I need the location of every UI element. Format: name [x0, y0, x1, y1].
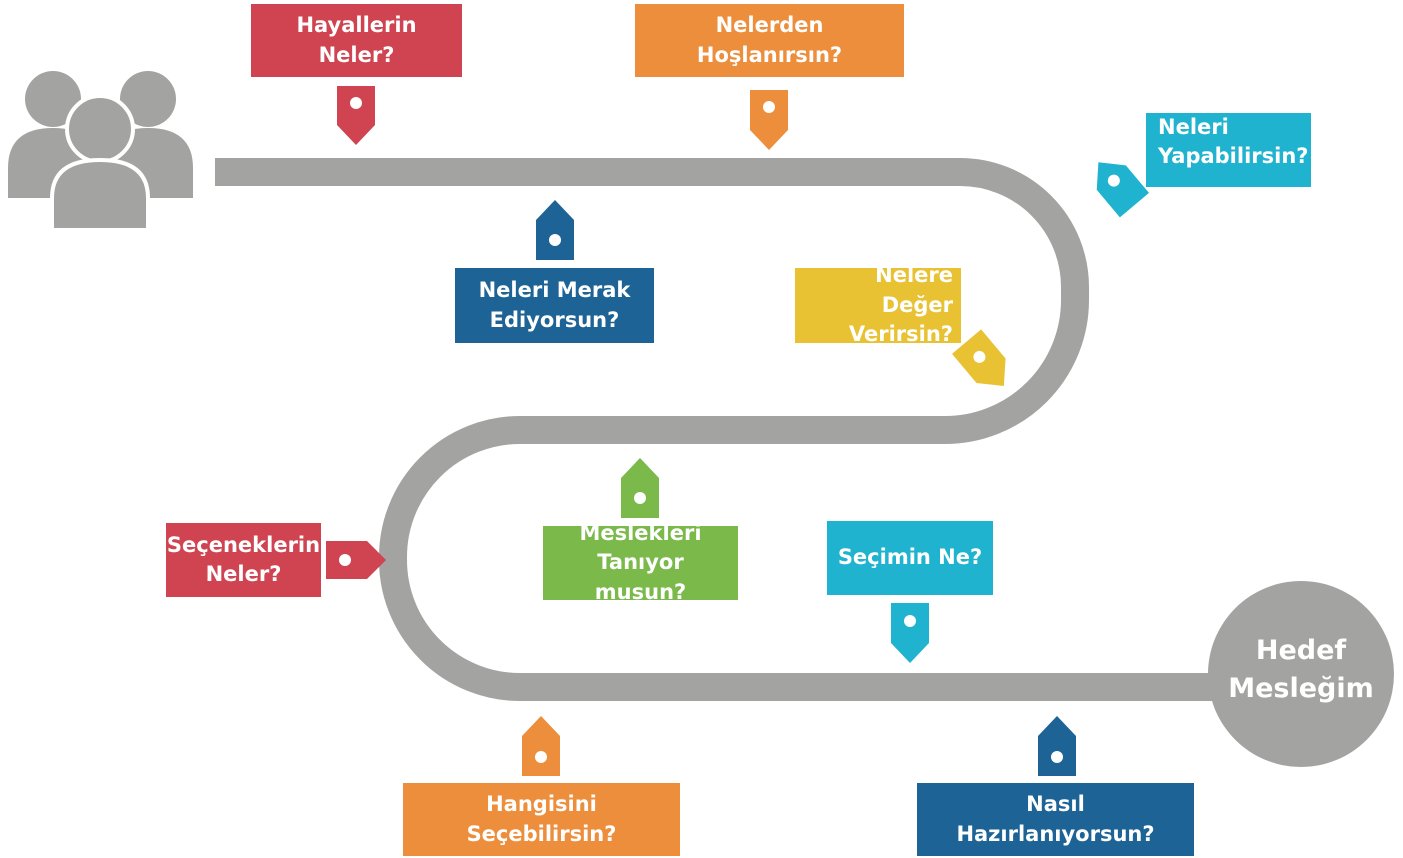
question-abilities-line-1: Neleri [1158, 115, 1229, 139]
question-which-label: Hangisini Seçebilirsin? [466, 792, 617, 846]
question-curiosity: Neleri Merak Ediyorsun? [455, 268, 654, 343]
tag-icon [522, 716, 560, 776]
question-professions-line-2: Tanıyor musun? [594, 550, 687, 604]
question-values: Nelere Değer Verirsin? [795, 263, 961, 346]
goal-label: Hedef Mesleğim [1206, 632, 1396, 708]
tag-icon [337, 86, 375, 145]
question-likes-label: Nelerden Hoşlanırsın? [696, 13, 843, 67]
question-likes: Nelerden Hoşlanırsın? [635, 4, 904, 77]
question-curiosity-line-2: Ediyorsun? [489, 307, 620, 332]
goal-line-1: Hedef [1255, 635, 1347, 666]
question-abilities-line-2: Yapabilirsin? [1158, 144, 1309, 169]
tag-icon [952, 329, 1006, 387]
tag-icon [750, 90, 788, 150]
question-options-line-1: Seçeneklerin [166, 532, 321, 557]
goal-circle [1208, 581, 1394, 767]
question-dreams-label: Hayallerin Neler? [296, 13, 417, 67]
people-icon [8, 71, 193, 232]
question-choice-label: Seçimin Ne? [837, 545, 983, 570]
question-abilities: Neleri Yapabilirsin? [1146, 113, 1311, 187]
tag-icon [326, 541, 386, 579]
tag-icon [1096, 162, 1149, 218]
question-which: Hangisini Seçebilirsin? [403, 783, 680, 856]
question-prepare: Nasıl Hazırlanıyorsun? [917, 783, 1194, 856]
question-professions: Meslekleri Tanıyor musun? [543, 521, 738, 604]
question-dreams: Hayallerin Neler? [251, 4, 462, 77]
tag-icon [891, 603, 929, 663]
question-values-line-2: Verirsin? [848, 322, 953, 347]
tag-icon [621, 458, 659, 518]
question-options-line-2: Neler? [205, 562, 282, 586]
road-path [215, 158, 1240, 701]
question-choice: Seçimin Ne? [827, 521, 993, 595]
question-values-line-1: Nelere Değer [875, 263, 953, 317]
question-options: Seçeneklerin Neler? [166, 523, 321, 597]
tag-icon [1038, 716, 1076, 776]
tag-icon [536, 200, 574, 260]
goal-line-2: Mesleğim [1228, 672, 1374, 704]
question-professions-line-1: Meslekleri [579, 520, 702, 545]
question-curiosity-line-1: Neleri Merak [478, 278, 631, 303]
question-prepare-label: Nasıl Hazırlanıyorsun? [956, 792, 1155, 846]
